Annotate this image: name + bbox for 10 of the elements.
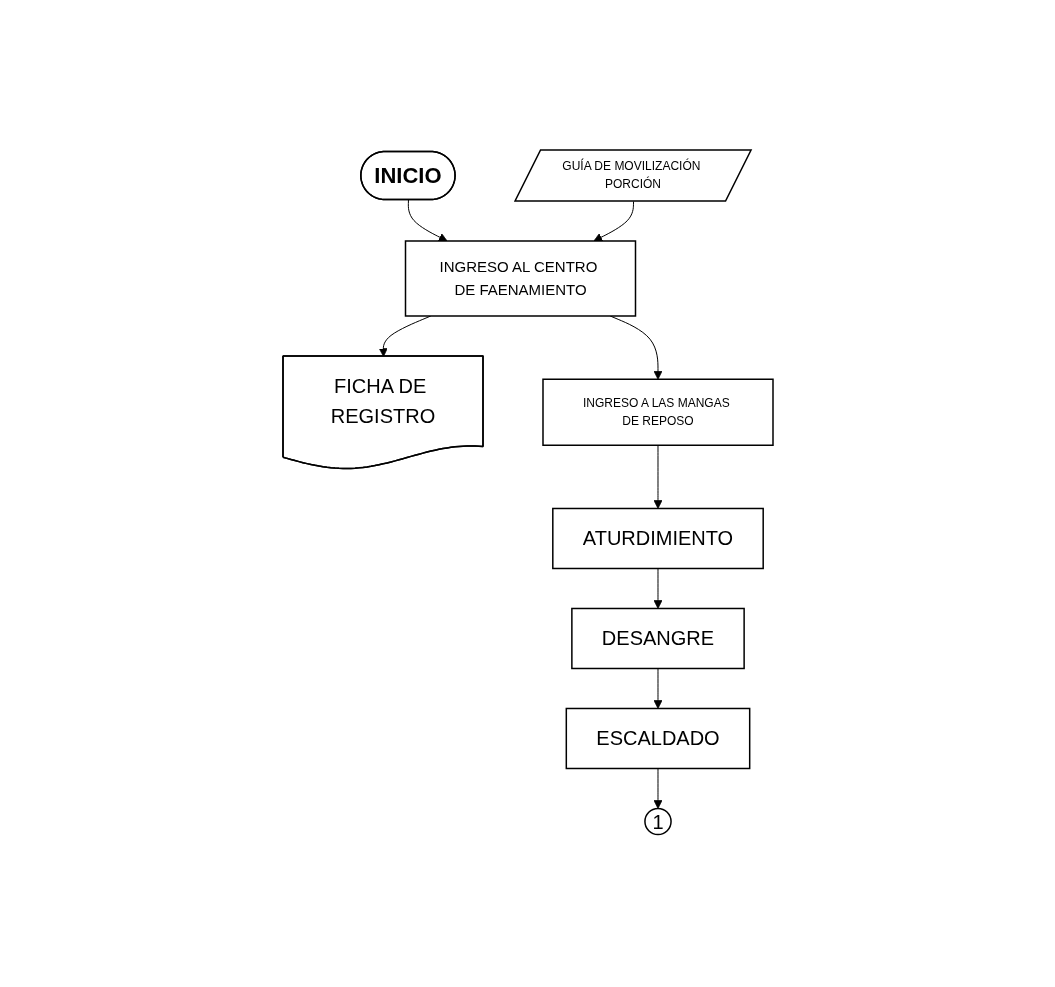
arrow bbox=[407, 199, 447, 242]
node-box: INGRESO A LAS MANGAS DE REPOSO bbox=[541, 378, 774, 447]
node-box: ESCALDADO bbox=[565, 707, 750, 770]
arrow bbox=[653, 568, 662, 610]
node-box: DESANGRE bbox=[570, 607, 745, 670]
arrow bbox=[593, 201, 634, 242]
node-circle: 1 bbox=[643, 807, 672, 836]
node-box: ATURDIMIENTO bbox=[551, 507, 764, 570]
node-box: INGRESO AL CENTRO DE FAENAMIENTO bbox=[404, 240, 636, 317]
arrow bbox=[653, 768, 662, 810]
